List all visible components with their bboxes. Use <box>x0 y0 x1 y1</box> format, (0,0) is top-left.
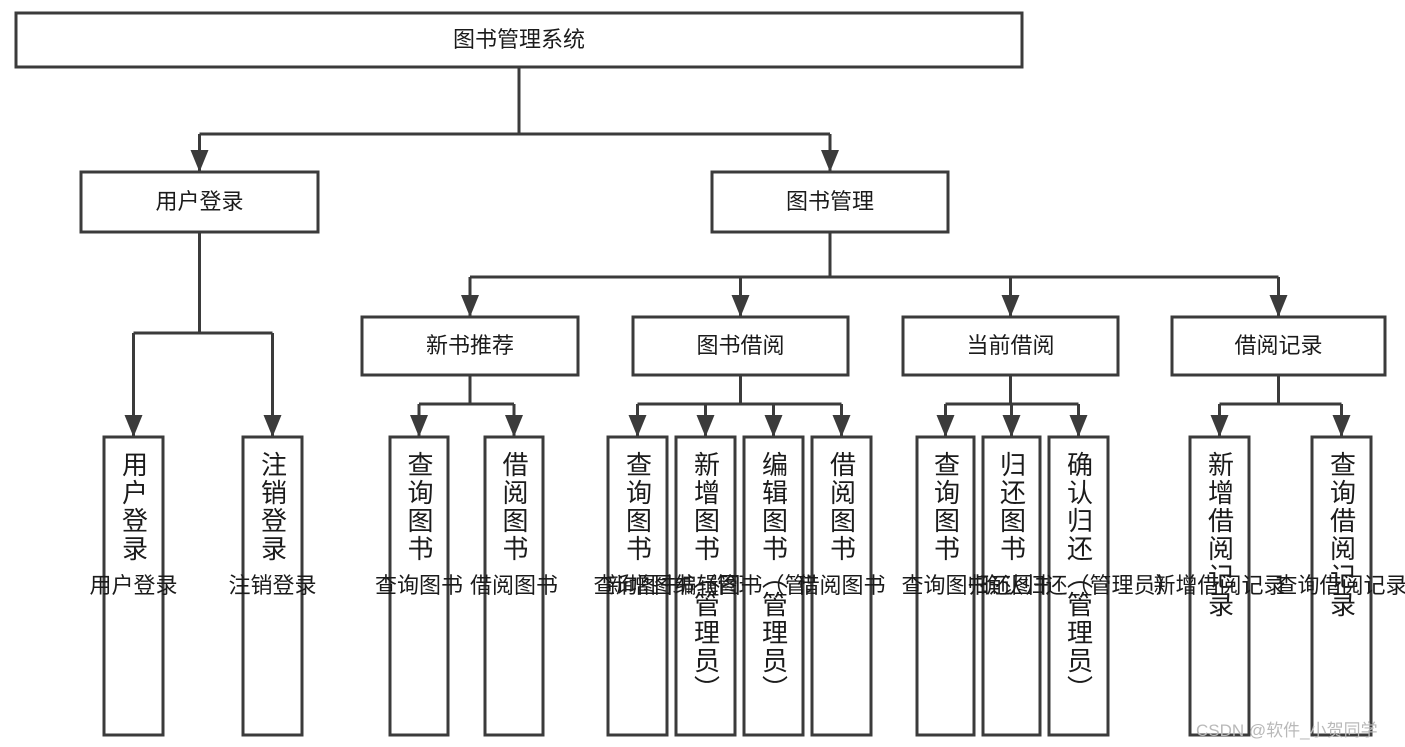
box-label: 图书借阅 <box>696 333 784 358</box>
box-label: 用户登录 <box>89 573 177 598</box>
box-outline <box>901 315 1120 377</box>
leaf-box-8[interactable]: 查询图书 <box>901 435 990 737</box>
box-label: 注销登录 <box>228 573 316 598</box>
leaf-box-9[interactable]: 归还图书 <box>967 435 1056 737</box>
box-label: 新增借阅记录 <box>1153 573 1285 598</box>
box-label: 归还图书 <box>967 573 1055 598</box>
level2-box-3[interactable]: 借阅记录 <box>1170 315 1387 377</box>
leaf-box-10[interactable]: 确认归还（管理员） <box>979 435 1178 737</box>
box-outline <box>14 11 1024 69</box>
box-outline <box>606 435 669 737</box>
watermark-text: CSDN @软件_小贺同学 <box>1196 721 1378 740</box>
leaf-box-4[interactable]: 查询图书 <box>593 435 682 737</box>
level2-box-1[interactable]: 图书借阅 <box>631 315 850 377</box>
box-label: 查询图书 <box>375 573 463 598</box>
box-label: 新书推荐 <box>426 333 514 358</box>
level1-box-1[interactable]: 图书管理 <box>710 170 950 234</box>
level1-box-0[interactable]: 用户登录 <box>79 170 320 234</box>
box-outline <box>742 435 805 737</box>
level2-box-2[interactable]: 当前借阅 <box>901 315 1120 377</box>
box-outline <box>1310 435 1373 737</box>
leaf-box-3[interactable]: 借阅图书 <box>470 435 558 737</box>
connector-layer <box>124 67 1351 437</box>
leaf-box-2[interactable]: 查询图书 <box>375 435 463 737</box>
box-label: 借阅图书 <box>797 573 885 598</box>
box-label: 图书管理系统 <box>453 27 585 52</box>
leaf-box-5[interactable]: 新增图书（管理员） <box>606 435 805 737</box>
box-outline <box>981 435 1042 737</box>
box-outline <box>710 170 950 234</box>
leaf-box-7[interactable]: 借阅图书 <box>797 435 886 737</box>
box-label: 图书管理 <box>786 189 874 214</box>
box-label: 确认归还（管理员） <box>979 573 1177 598</box>
leaf-box-11[interactable]: 新增借阅记录 <box>1153 435 1286 737</box>
box-outline <box>388 435 450 737</box>
box-label: 借阅图书 <box>470 573 558 598</box>
box-label: 借阅记录 <box>1234 333 1322 358</box>
box-label: 查询图书 <box>593 573 681 598</box>
box-outline <box>810 435 873 737</box>
box-label: 用户登录 <box>155 189 243 214</box>
box-outline <box>360 315 580 377</box>
box-label: 查询图书 <box>901 573 989 598</box>
box-outline <box>241 435 304 737</box>
box-outline <box>1188 435 1251 737</box>
level2-box-0[interactable]: 新书推荐 <box>360 315 580 377</box>
box-outline <box>1047 435 1110 737</box>
box-label: 查询借阅记录 <box>1275 573 1405 598</box>
box-outline <box>631 315 850 377</box>
box-outline <box>1170 315 1387 377</box>
box-outline <box>483 435 545 737</box>
leaf-box-1[interactable]: 注销登录 <box>228 435 317 737</box>
box-outline <box>674 435 737 737</box>
leaf-box-12[interactable]: 查询借阅记录 <box>1275 435 1405 737</box>
box-outline <box>79 170 320 234</box>
box-label: 当前借阅 <box>966 333 1054 358</box>
box-outline <box>915 435 976 737</box>
box-layer: 用户登录图书管理新书推荐图书借阅当前借阅借阅记录用户登录注销登录查询图书借阅图书… <box>14 11 1405 737</box>
root-box[interactable]: 图书管理系统 <box>14 11 1024 69</box>
box-outline <box>102 435 165 737</box>
leaf-box-0[interactable]: 用户登录 <box>89 435 178 737</box>
